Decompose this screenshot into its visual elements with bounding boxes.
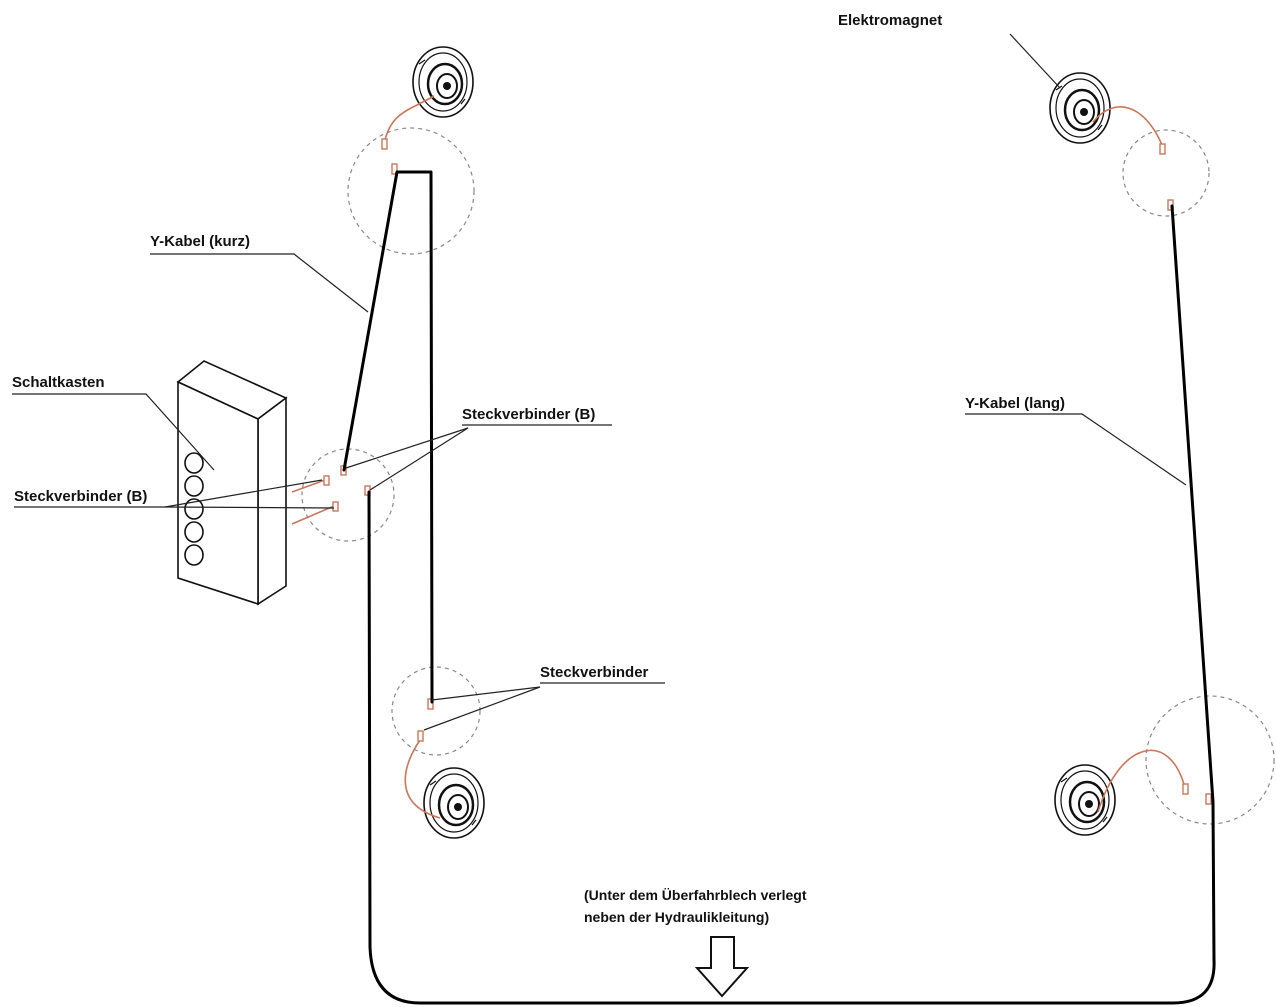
routing-note-line1: (Unter dem Überfahrblech verlegt <box>584 887 807 903</box>
connection-zone <box>301 448 395 542</box>
connection-zone <box>391 666 481 756</box>
connection-zone <box>1122 129 1210 217</box>
control-box-icon <box>176 360 288 606</box>
label-steckverbinder-b-left: Steckverbinder (B) <box>14 488 148 505</box>
electromagnet-icon <box>1048 71 1112 145</box>
electromagnet-icon <box>411 45 475 119</box>
label-y-kabel-lang: Y-Kabel (lang) <box>965 395 1066 412</box>
label-steckverbinder: Steckverbinder <box>540 664 649 681</box>
label-steckverbinder-b-right: Steckverbinder (B) <box>462 406 596 423</box>
label-elektromagnet: Elektromagnet <box>838 12 943 29</box>
routing-note-line2: neben der Hydraulikleitung) <box>584 909 770 925</box>
connection-zone <box>347 127 475 255</box>
y-cable-short <box>342 170 434 704</box>
electromagnet-icon <box>422 766 486 840</box>
label-y-kabel-kurz: Y-Kabel (kurz) <box>150 233 251 250</box>
label-schaltkasten: Schaltkasten <box>12 374 105 391</box>
electromagnet-icon <box>1053 763 1117 837</box>
down-arrow-icon <box>694 936 750 998</box>
y-cable-long <box>367 204 1216 1005</box>
routing-note: (Unter dem Überfahrblech verlegt neben d… <box>584 884 807 928</box>
connection-zone <box>1145 695 1275 825</box>
